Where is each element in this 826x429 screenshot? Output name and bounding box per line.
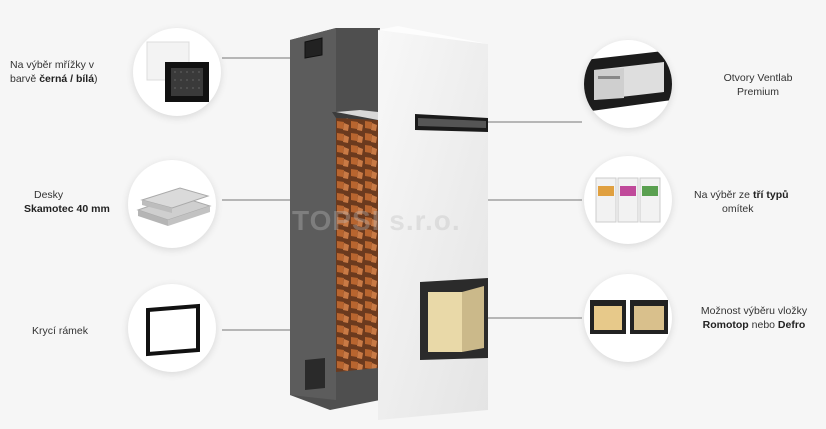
label-plaster: Na výběr ze tří typů omítek — [694, 188, 822, 216]
label-insert-bold2: Defro — [777, 319, 806, 331]
plaster-bags-image — [595, 177, 661, 223]
label-vents: Otvory Ventlab Premium — [698, 71, 818, 99]
circle-plaster-image — [584, 156, 672, 244]
label-grille-line2-pre: barvě — [10, 73, 40, 85]
label-boards: Desky Skamotec 40 mm — [24, 188, 124, 216]
label-vents-line2: Premium — [736, 86, 779, 98]
boards-image — [136, 187, 212, 226]
label-grille-bold: černá / bílá — [39, 73, 95, 85]
grille-image — [146, 41, 209, 102]
circle-grille-image — [133, 28, 221, 116]
label-plaster-line2: omítek — [722, 203, 754, 215]
label-vents-line1: Otvory Ventlab — [723, 72, 793, 84]
vents-image — [584, 50, 672, 112]
frame-image — [146, 303, 200, 357]
fireplace-inserts-image — [590, 300, 668, 334]
circle-boards-image — [128, 160, 216, 248]
label-grille-line2-post: ) — [94, 73, 98, 85]
label-grille-line1: Na výběr mřížky v — [10, 59, 95, 71]
label-plaster-bold: tří typů — [752, 189, 789, 201]
circle-insert-image — [584, 274, 672, 362]
circle-frame-image — [128, 284, 216, 372]
watermark: TOPSI s.r.o. — [292, 205, 461, 236]
label-frame: Krycí rámek — [32, 324, 122, 338]
circle-vents-image — [584, 40, 672, 128]
label-grille: Na výběr mřížky v barvě černá / bílá) — [10, 58, 130, 86]
label-plaster-pre: Na výběr ze — [694, 189, 753, 201]
label-insert-line1: Možnost výběru vložky — [700, 305, 808, 317]
label-boards-line1: Desky — [34, 189, 64, 201]
label-insert-bold1: Romotop — [702, 319, 749, 331]
label-frame-line1: Krycí rámek — [32, 325, 89, 337]
label-insert: Možnost výběru vložky Romotop nebo Defro — [684, 304, 824, 332]
label-boards-bold: Skamotec 40 mm — [24, 203, 110, 215]
label-insert-mid: nebo — [748, 319, 778, 331]
